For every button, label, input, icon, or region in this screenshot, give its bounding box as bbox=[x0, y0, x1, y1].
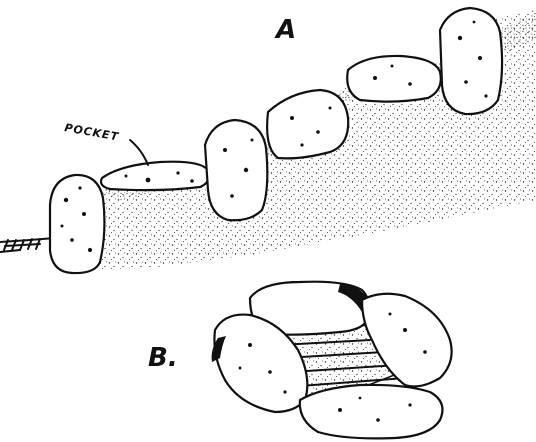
stone-upright-2 bbox=[205, 120, 267, 220]
stone-flat-2 bbox=[267, 90, 348, 158]
pocket-label: POCKET bbox=[63, 121, 120, 143]
figure-a-label: A bbox=[274, 15, 296, 45]
stone-bottom bbox=[50, 175, 104, 273]
stone-flat-3 bbox=[347, 56, 441, 102]
stone-pocket-flat bbox=[101, 162, 209, 190]
figure-b-pocket: B. bbox=[148, 282, 452, 439]
pocket-leader bbox=[130, 140, 148, 165]
stone-top-upright bbox=[440, 8, 502, 114]
stone-front bbox=[300, 385, 443, 439]
figure-b-label: B. bbox=[148, 343, 178, 373]
figure-a-terrace: POCKET A bbox=[0, 8, 536, 273]
